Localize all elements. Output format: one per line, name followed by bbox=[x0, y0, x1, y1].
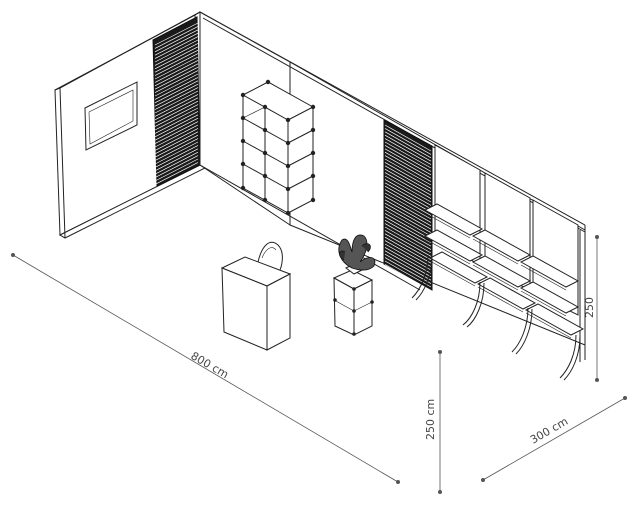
dimension-height-right bbox=[595, 235, 599, 382]
shelving-connectors bbox=[240, 79, 316, 216]
potted-plant bbox=[338, 234, 376, 275]
reception-counter bbox=[220, 256, 292, 351]
cube-shelving-unit bbox=[242, 81, 314, 214]
plant-pedestal bbox=[332, 269, 374, 336]
framed-picture bbox=[84, 81, 138, 151]
dimension-depth bbox=[481, 396, 627, 482]
shelf-supports bbox=[411, 254, 581, 381]
dimension-length bbox=[11, 253, 400, 484]
dimension-height-right-label: 250 bbox=[583, 297, 596, 318]
dimension-height-front bbox=[438, 350, 442, 494]
shelves bbox=[423, 203, 585, 339]
chair bbox=[257, 241, 283, 271]
dimension-height-front-label: 250 cm bbox=[424, 399, 437, 440]
slat-panel-left bbox=[152, 16, 201, 187]
dimension-length-label: 800 cm bbox=[189, 349, 231, 381]
slat-panel-back bbox=[383, 119, 433, 291]
